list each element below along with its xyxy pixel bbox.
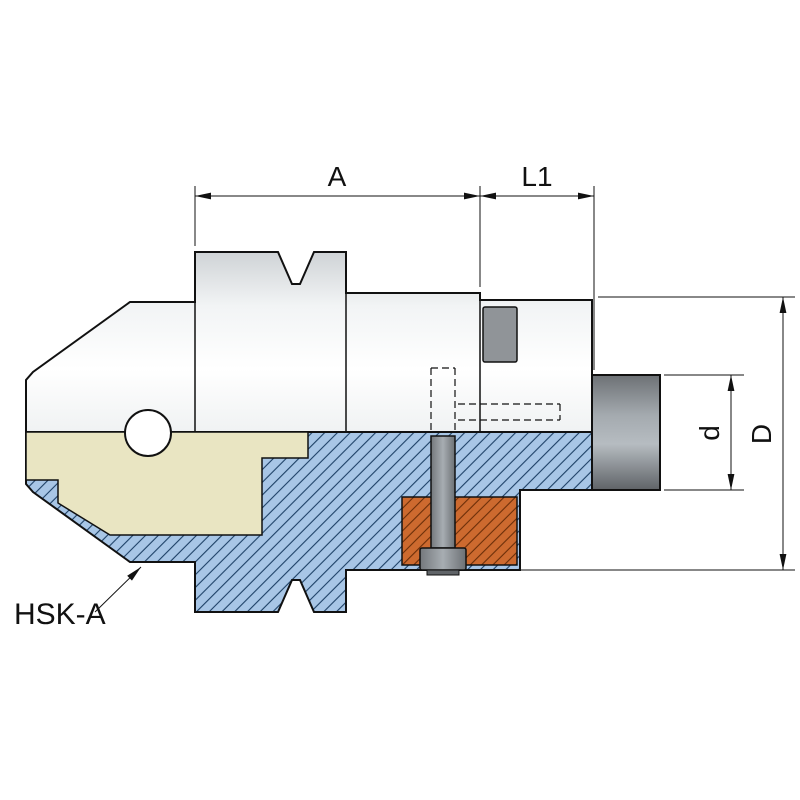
shank-section-yellow: [25, 431, 309, 536]
dimension-L1-label: L1: [521, 161, 552, 192]
dimension-D: D: [470, 296, 795, 571]
dimension-L1: L1: [480, 161, 595, 370]
side-lock-screw: [482, 306, 518, 363]
dimension-d-label: d: [694, 425, 725, 441]
hidden-bore-lines: [430, 367, 561, 430]
dimension-D-label: D: [746, 424, 777, 444]
dimension-A-label: A: [328, 161, 347, 192]
clamping-screw: [419, 435, 467, 576]
dimension-A: A: [194, 161, 481, 287]
drive-slot-hole: [124, 409, 172, 457]
toolholder-top-profile: [25, 251, 593, 433]
pilot-spigot: [591, 374, 661, 491]
shank-callout: HSK-A: [14, 566, 142, 631]
dimension-d: d: [664, 374, 744, 491]
shank-callout-label: HSK-A: [14, 598, 106, 631]
